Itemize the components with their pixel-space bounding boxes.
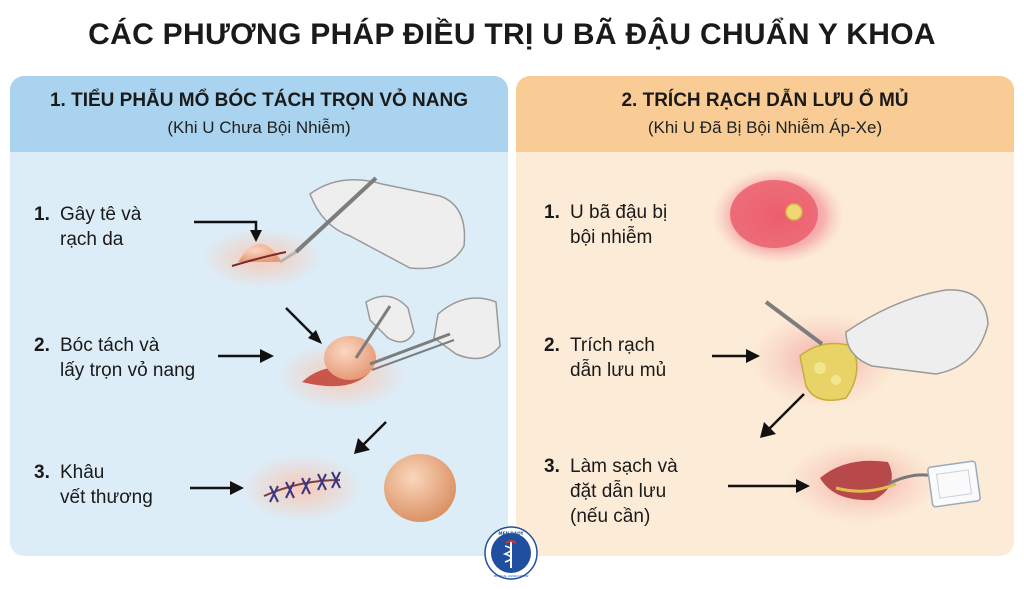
arrow-icon <box>285 307 322 344</box>
step-number: 1. <box>544 202 560 223</box>
gauze-icon <box>927 460 981 508</box>
step-text: Khâu vết thương <box>60 462 153 508</box>
cyst-dissection-illustration <box>276 336 408 410</box>
glove-scalpel-icon <box>279 176 466 270</box>
page-title: CÁC PHƯƠNG PHÁP ĐIỀU TRỊ U BÃ ĐẬU CHUẨN … <box>88 18 936 51</box>
sutured-wound-illustration <box>240 454 364 522</box>
arrow-icon <box>728 479 810 493</box>
skin-incision-illustration <box>200 228 324 288</box>
arrow-icon <box>760 393 805 438</box>
drain-wound-illustration <box>786 440 947 524</box>
step-text: Gây tê và rạch da <box>60 204 142 250</box>
panel-drainage-header: 2. TRÍCH RẠCH DẪN LƯU Ổ MỦ (Khi U Đã Bị … <box>516 76 1014 152</box>
glove-scalpel-icon <box>764 289 989 375</box>
panel-excision-header: 1. TIỂU PHẪU MỔ BÓC TÁCH TRỌN VỎ NANG (K… <box>10 76 508 152</box>
step-number: 2. <box>34 335 50 356</box>
arrow-icon <box>218 349 274 363</box>
panel-drainage: 2. TRÍCH RẠCH DẪN LƯU Ổ MỦ (Khi U Đã Bị … <box>516 76 1014 556</box>
glove-forceps-icon <box>354 295 501 371</box>
arrow-icon <box>190 481 244 495</box>
step-text: Bóc tách và lấy trọn vỏ nang <box>60 335 196 381</box>
step-number: 3. <box>34 462 50 483</box>
infected-cyst-illustration <box>712 168 844 264</box>
panel-drainage-title: 2. TRÍCH RẠCH DẪN LƯU Ổ MỦ <box>621 90 909 111</box>
removed-cyst-icon <box>384 454 456 522</box>
logo-top-text: MEN DAOY <box>498 531 524 536</box>
panel-drainage-subtitle: (Khi U Đã Bị Bội Nhiễm Áp-Xe) <box>647 118 883 137</box>
excision-illustrations <box>190 176 501 522</box>
panel-excision-subtitle: (Khi U Chưa Bội Nhiễm) <box>167 118 351 137</box>
step-number: 3. <box>544 456 560 477</box>
arrow-icon <box>354 421 387 454</box>
medical-logo: MEN DAOY MEDICAL ASSOCIATION <box>484 526 538 580</box>
arrow-icon <box>194 220 262 242</box>
arrow-icon <box>712 349 760 363</box>
step-text: Làm sạch và đặt dẫn lưu (nếu cần) <box>570 456 678 527</box>
panel-excision: 1. TIỂU PHẪU MỔ BÓC TÁCH TRỌN VỎ NANG (K… <box>10 76 508 556</box>
step-text: U bã đậu bị bội nhiễm <box>570 202 668 248</box>
step-number: 1. <box>34 204 50 225</box>
step-number: 2. <box>544 335 560 356</box>
panel-excision-title: 1. TIỂU PHẪU MỔ BÓC TÁCH TRỌN VỎ NANG <box>49 90 468 111</box>
logo-bottom-text: MEDICAL ASSOCIATION <box>494 574 529 578</box>
step-text: Trích rạch dẫn lưu mủ <box>570 335 667 381</box>
drainage-illustrations <box>712 168 989 524</box>
